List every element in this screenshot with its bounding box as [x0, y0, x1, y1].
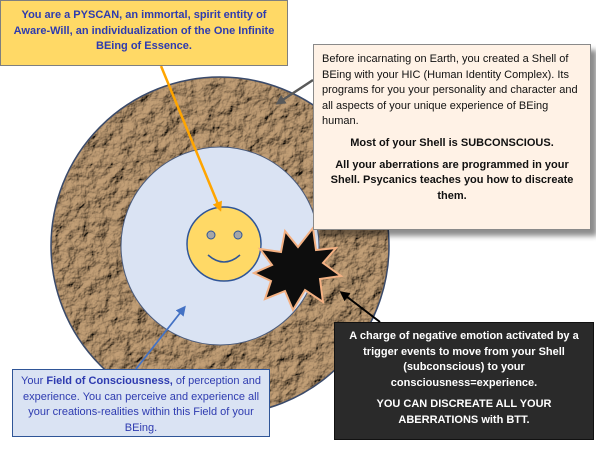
- smiley-face-icon: [186, 206, 262, 282]
- charge-arrow: [339, 291, 381, 323]
- field-description: of perception and experience. You can pe…: [22, 375, 261, 434]
- charge-description: A charge of negative emotion activated b…: [349, 330, 579, 389]
- shell-subconscious-note: Most of your Shell is SUBCONSCIOUS.: [350, 137, 554, 150]
- pyscan-text: You are a PYSCAN, an immortal, spirit en…: [13, 9, 275, 53]
- field-arrow: [135, 305, 186, 370]
- field-prefix: Your: [21, 375, 47, 387]
- pyscan-arrow: [159, 65, 222, 212]
- shell-description: Before incarnating on Earth, you created…: [322, 53, 578, 128]
- pyscan-callout: You are a PYSCAN, an immortal, spirit en…: [0, 0, 288, 66]
- charge-callout: A charge of negative emotion activated b…: [334, 322, 594, 440]
- field-emphasis: Field of Consciousness,: [46, 375, 173, 387]
- shell-callout: Before incarnating on Earth, you created…: [313, 44, 591, 230]
- shell-aberrations-note: All your aberrations are programmed in y…: [330, 158, 574, 202]
- discreate-note: YOU CAN DISCREATE ALL YOUR ABERRATIONS w…: [376, 398, 552, 427]
- emotional-charge-burst: [251, 225, 344, 313]
- shell-arrow: [275, 78, 314, 105]
- field-callout: Your Field of Consciousness, of percepti…: [12, 369, 270, 437]
